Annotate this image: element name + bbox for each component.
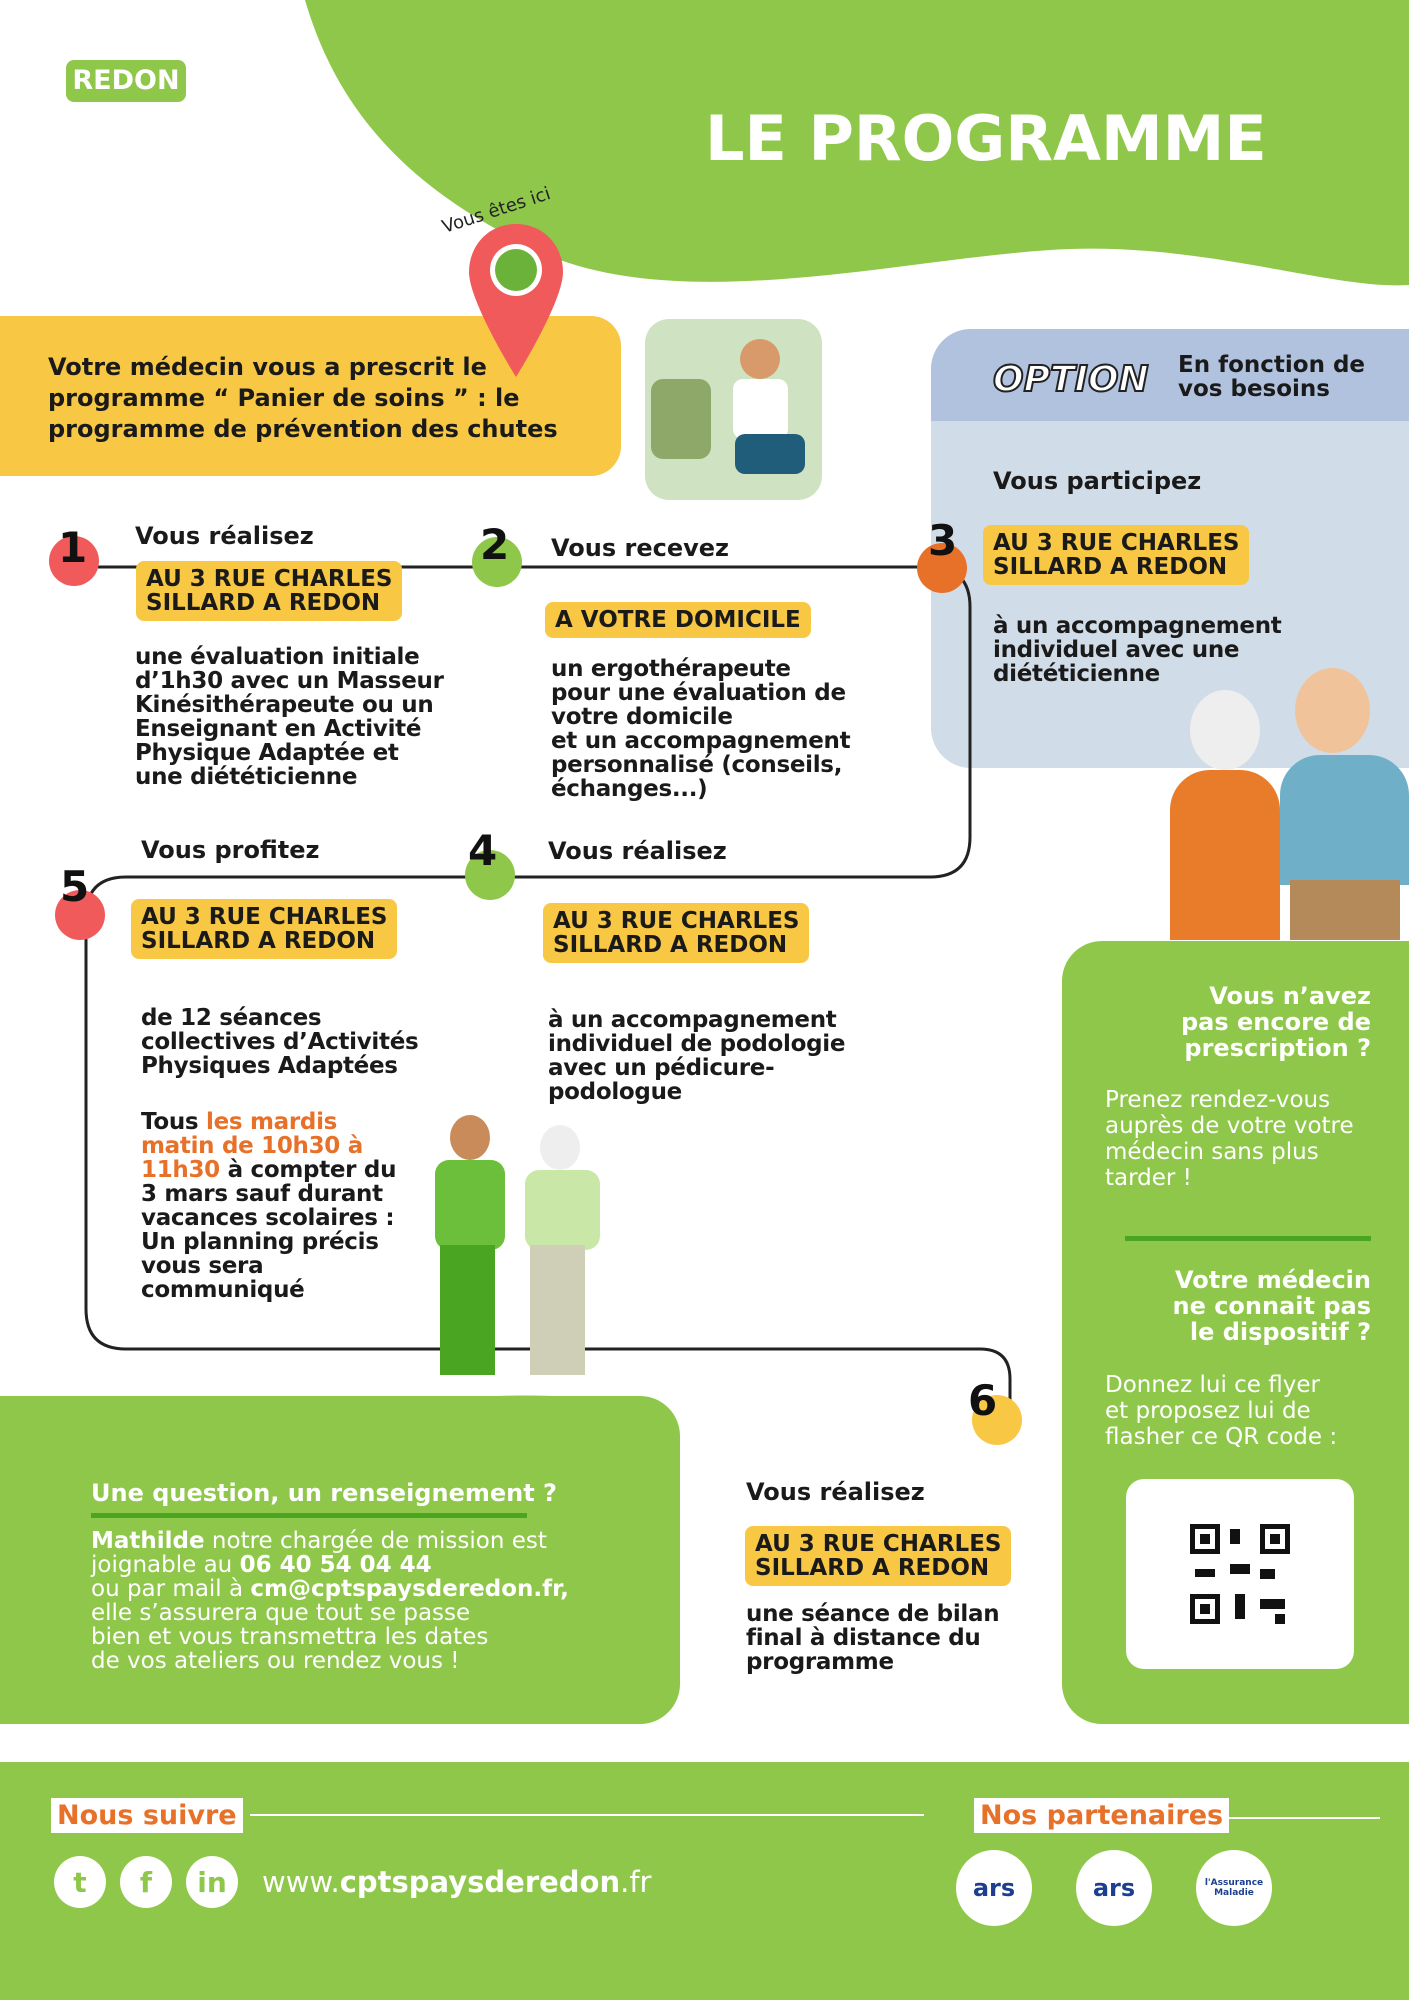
email-link[interactable]: cm@cptspaysderedon.fr, — [250, 1576, 569, 1602]
header-shape — [305, 0, 1409, 286]
intro-line: programme “ Panier de soins ” : le — [48, 384, 520, 412]
option-text: diététicienne — [993, 661, 1160, 687]
twitter-icon[interactable]: t — [54, 1856, 106, 1908]
assurance-maladie-logo: l'Assurance Maladie — [1196, 1850, 1272, 1926]
intro-line: programme de prévention des chutes — [48, 415, 558, 443]
location-pin-icon — [469, 224, 563, 377]
step-1-circle — [49, 536, 99, 586]
step-3-number: 3 — [928, 516, 958, 565]
follow-heading: Nous suivre — [51, 1798, 243, 1833]
step-6-circle — [972, 1395, 1022, 1445]
step-2-number: 2 — [480, 520, 510, 569]
program-path — [74, 565, 1012, 1410]
option-text: à un accompagnement — [993, 613, 1282, 639]
redon-badge: REDON — [66, 60, 186, 102]
step-4-label: Vous réalisez — [548, 837, 727, 865]
step-3-circle — [917, 543, 967, 593]
qr-code[interactable] — [1126, 1479, 1354, 1669]
illustration-woman — [645, 319, 822, 500]
facebook-icon[interactable]: f — [120, 1856, 172, 1908]
partners-heading: Nos partenaires — [974, 1798, 1230, 1833]
option-header: vos besoins — [1178, 376, 1330, 402]
illustration-elderly-couple — [1160, 660, 1409, 940]
intro-line: Votre médecin vous a prescrit le — [48, 353, 487, 381]
ars-logo: ars — [1076, 1850, 1152, 1926]
option-label: Vous participez — [993, 467, 1202, 495]
contact-text: Mathilde notre chargée de mission est jo… — [91, 1528, 569, 1674]
step-4-circle — [465, 850, 515, 900]
step-5-schedule: Tous les mardis matin de 10h30 à 11h30 à… — [141, 1109, 397, 1303]
step-5-label: Vous profitez — [141, 836, 320, 864]
ars-logo: ars — [956, 1850, 1032, 1926]
step-1-label: Vous réalisez — [135, 522, 314, 550]
option-header: En fonction de — [1178, 352, 1366, 378]
contact-box: Une question, un renseignement ? Mathild… — [0, 1396, 680, 1724]
step-5-circle — [55, 890, 105, 940]
step-2-label: Vous recevez — [551, 534, 729, 562]
step-2-tag: A VOTRE DOMICILE — [545, 602, 811, 638]
step-6-number: 6 — [968, 1376, 998, 1425]
option-logo: OPTION — [992, 358, 1150, 401]
option-text: individuel avec une — [993, 637, 1240, 663]
step-4-number: 4 — [468, 826, 498, 875]
page-title: LE PROGRAMME — [705, 102, 1267, 175]
step-2-circle — [472, 537, 522, 587]
qr-code-icon — [1190, 1524, 1290, 1624]
step-6-label: Vous réalisez — [746, 1478, 925, 1506]
phone-number[interactable]: 06 40 54 04 44 — [239, 1552, 432, 1578]
contact-title: Une question, un renseignement ? — [91, 1479, 557, 1507]
linkedin-icon[interactable]: in — [186, 1856, 238, 1908]
footer: Nous suivre Nos partenaires t f in www.c… — [0, 1762, 1409, 2000]
step-5-number: 5 — [60, 862, 90, 911]
step-1-number: 1 — [58, 523, 88, 572]
website-link[interactable]: www.cptspaysderedon.fr — [262, 1865, 652, 1899]
